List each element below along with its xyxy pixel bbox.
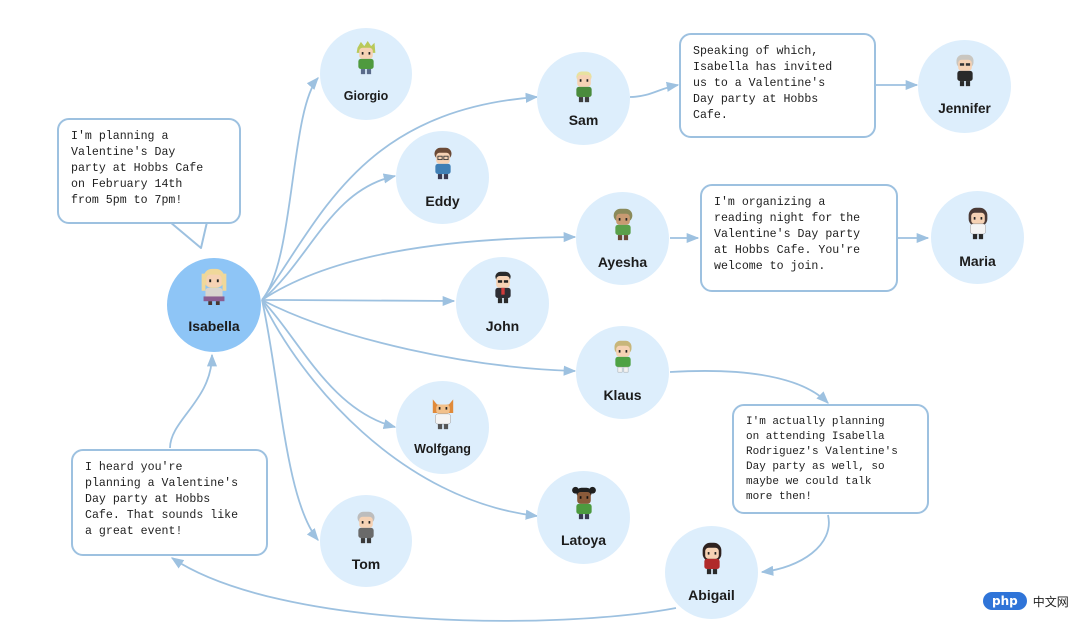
watermark: php 中文网 (983, 592, 1069, 610)
john-label: John (485, 318, 520, 334)
ayesha-speech-bubble: I'm organizing a reading night for the V… (700, 184, 898, 292)
abigail-label: Abigail (688, 587, 735, 603)
node-wolfgang[interactable]: Wolfgang (396, 381, 489, 474)
edge-sam-bubble (629, 81, 680, 98)
edge-isabella-tom (261, 299, 319, 541)
node-abigail[interactable]: Abigail (665, 526, 758, 619)
node-isabella[interactable]: Isabella (167, 258, 261, 352)
node-eddy[interactable]: Eddy (396, 131, 489, 224)
node-giorgio[interactable]: Giorgio (320, 28, 412, 120)
giorgio-avatar-icon (356, 41, 376, 75)
eddy-label: Eddy (425, 193, 460, 209)
latoya-avatar-icon (571, 486, 596, 520)
jennifer-label: Jennifer (938, 101, 991, 116)
sam-avatar-icon (575, 71, 592, 103)
node-john[interactable]: John (456, 257, 549, 350)
watermark-text: 中文网 (1032, 594, 1069, 609)
watermark-logo: php (983, 592, 1027, 610)
eddy-avatar-icon (434, 147, 451, 180)
ayesha-avatar-icon (613, 208, 632, 241)
maria-label: Maria (959, 253, 996, 269)
sam-label: Sam (568, 112, 599, 128)
edge-isabella-ayesha (261, 232, 577, 301)
node-ayesha[interactable]: Ayesha (576, 192, 669, 285)
klaus-speech-bubble: I'm actually planning on attending Isabe… (732, 404, 929, 514)
isabella-avatar-icon (201, 268, 227, 305)
john-avatar-icon (494, 271, 511, 304)
edge-isabella-latoya (261, 299, 539, 520)
edge-isabella-wolfgang (261, 299, 397, 429)
maria-avatar-icon (968, 207, 987, 240)
tom-avatar-icon (357, 511, 375, 544)
edge-isabella-giorgio (261, 77, 319, 301)
isabella-speech-bubble: I'm planning a Valentine's Day party at … (57, 118, 241, 224)
tom-label: Tom (351, 556, 381, 572)
node-maria[interactable]: Maria (931, 191, 1024, 284)
klaus-avatar-icon (614, 340, 631, 373)
bubble-tail (169, 221, 208, 249)
abigail-speech-bubble: I heard you're planning a Valentine's Da… (71, 449, 268, 556)
edge-isabella-john (261, 295, 456, 307)
wolfgang-label: Wolfgang (414, 442, 471, 456)
klaus-label: Klaus (603, 387, 642, 403)
wolfgang-avatar-icon (432, 399, 453, 430)
edge-klaus-bubble (669, 370, 829, 404)
edge-isabella-sam (261, 92, 539, 301)
latoya-label: Latoya (560, 532, 607, 548)
sam-speech-bubble: Speaking of which, Isabella has invited … (679, 33, 876, 138)
jennifer-avatar-icon (956, 54, 973, 87)
node-jennifer[interactable]: Jennifer (918, 40, 1011, 133)
edge-isabella-eddy (261, 173, 397, 301)
isabella-label: Isabella (188, 318, 240, 334)
node-latoya[interactable]: Latoya (537, 471, 630, 564)
node-tom[interactable]: Tom (320, 495, 412, 587)
node-sam[interactable]: Sam (537, 52, 630, 145)
ayesha-label: Ayesha (597, 254, 648, 270)
edge-bubble-abigail (760, 514, 830, 576)
edge-bubble-isabella (169, 353, 218, 449)
abigail-avatar-icon (702, 542, 721, 575)
edge-abigail-bubble (170, 557, 677, 622)
node-klaus[interactable]: Klaus (576, 326, 669, 419)
giorgio-label: Giorgio (343, 89, 389, 103)
edge-isabella-klaus (261, 299, 577, 376)
